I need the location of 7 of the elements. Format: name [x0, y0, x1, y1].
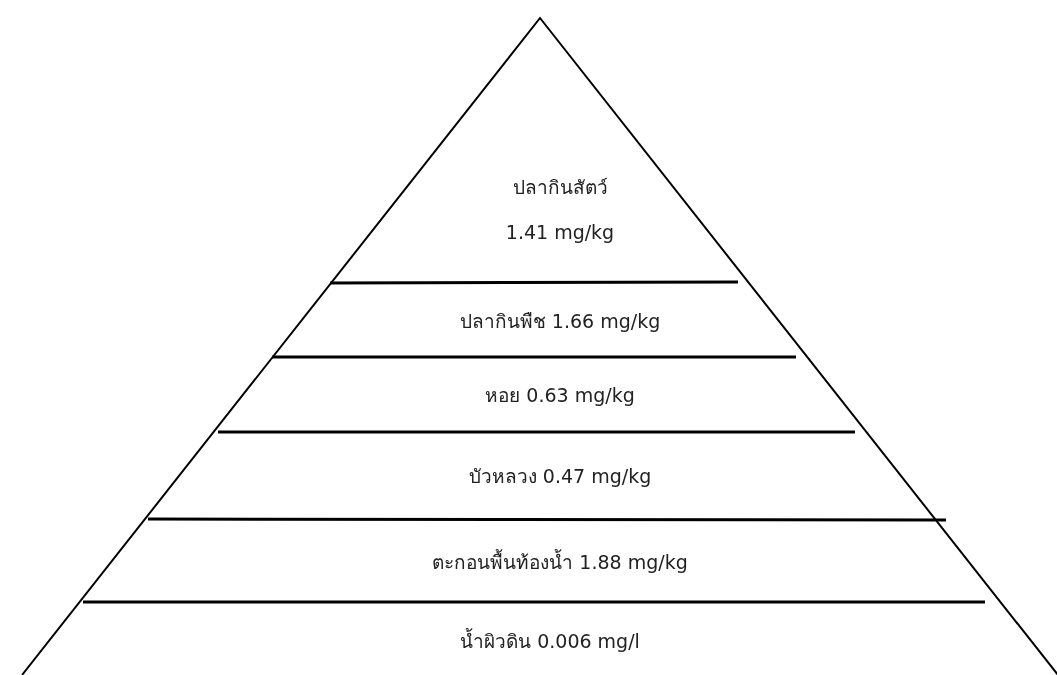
level-label: หอย 0.63 mg/kg: [485, 383, 635, 407]
level-label: น้ำผิวดิน 0.006 mg/l: [460, 629, 640, 653]
level-label: บัวหลวง 0.47 mg/kg: [468, 464, 652, 488]
level-label: ปลากินสัตว์: [512, 176, 608, 199]
level-label: 1.41 mg/kg: [505, 221, 615, 244]
level-label: ปลากินพืช 1.66 mg/kg: [459, 309, 661, 333]
level-label: ตะกอนพื้นท้องน้ำ 1.88 mg/kg: [432, 550, 688, 574]
